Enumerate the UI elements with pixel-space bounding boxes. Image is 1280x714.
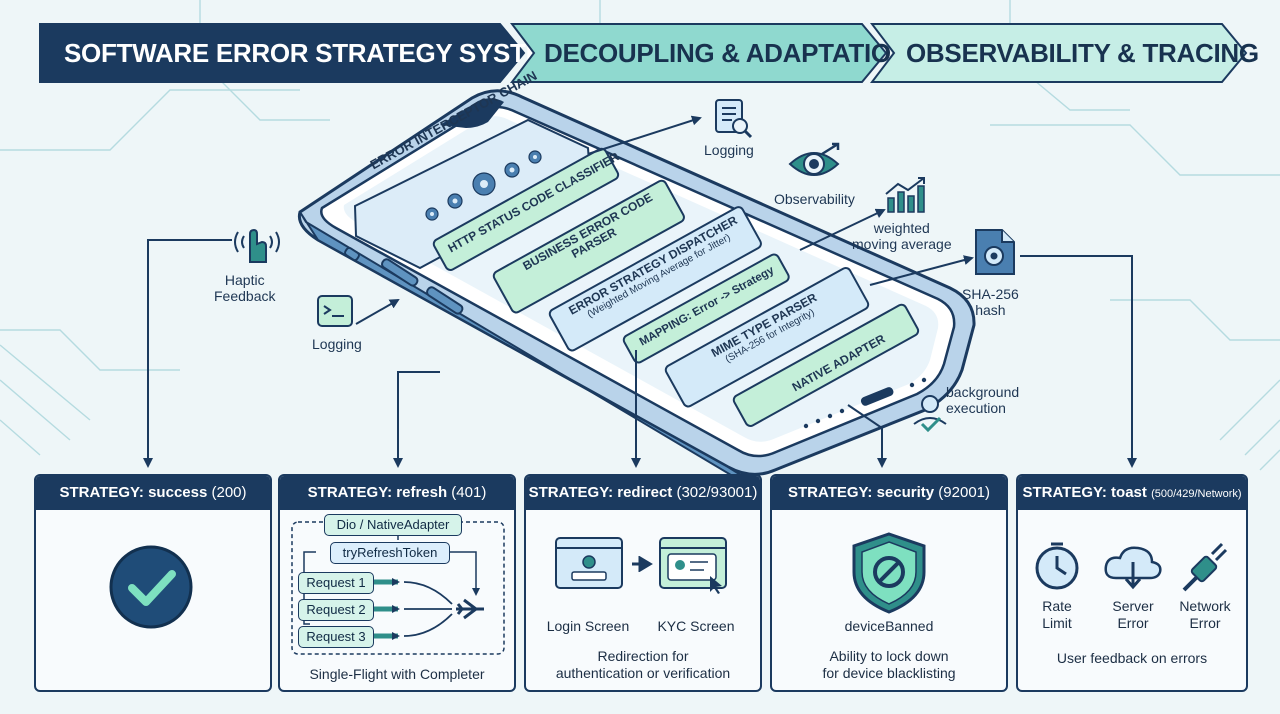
chevron-shape bbox=[510, 23, 888, 83]
strategy-panel-success: STRATEGY: success (200) bbox=[34, 474, 272, 692]
dio-adapter-pill: Dio / NativeAdapter bbox=[324, 514, 462, 536]
panel-code: (500/429/Network) bbox=[1151, 488, 1242, 500]
unplugged-cable-icon bbox=[1182, 542, 1228, 592]
security-caption: Ability to lock down for device blacklis… bbox=[772, 648, 1006, 682]
redirect-caption: Redirection for authentication or verifi… bbox=[526, 648, 760, 682]
rate-label-line1: Rate bbox=[1042, 598, 1072, 614]
refresh-token-pill: tryRefreshToken bbox=[330, 542, 450, 564]
success-check-icon bbox=[109, 545, 193, 629]
toast-caption: User feedback on errors bbox=[1056, 650, 1208, 666]
server-error-label: Server Error bbox=[1098, 598, 1168, 632]
kyc-screen-icon bbox=[659, 537, 727, 594]
request-pill: Request 3 bbox=[298, 626, 374, 648]
panel-header: STRATEGY: refresh (401) bbox=[280, 476, 514, 510]
sha-label-line2: hash bbox=[975, 302, 1006, 319]
file-gear-icon bbox=[975, 229, 1015, 275]
chevron-shape bbox=[870, 23, 1248, 83]
strategy-panel-security: STRATEGY: security (92001) deviceBanned … bbox=[770, 474, 1008, 692]
background-execution-label: background execution bbox=[946, 384, 1019, 416]
panel-code: (401) bbox=[451, 484, 487, 501]
network-label-line2: Error bbox=[1189, 614, 1221, 631]
strategy-panel-refresh: STRATEGY: refresh (401) Dio / NativeAdap… bbox=[278, 474, 516, 692]
hand-touch-icon bbox=[234, 228, 280, 263]
wma-label-line2: moving average bbox=[852, 236, 952, 253]
connector-lines bbox=[143, 115, 1137, 468]
redirect-caption-line1: Redirection for bbox=[597, 648, 689, 664]
strategy-panel-redirect: STRATEGY: redirect (302/93001) Login Scr… bbox=[524, 474, 762, 692]
document-search-icon bbox=[715, 99, 753, 139]
header-step-decoupling: DECOUPLING & ADAPTATION bbox=[510, 22, 910, 84]
rate-label-line2: Limit bbox=[1042, 614, 1072, 631]
security-caption-line2: for device blacklisting bbox=[822, 664, 956, 681]
request-pill: Request 1 bbox=[298, 572, 374, 594]
device-banned-label: deviceBanned bbox=[844, 618, 934, 634]
haptic-label-line1: Haptic bbox=[224, 272, 265, 288]
panel-title: STRATEGY: success bbox=[59, 484, 208, 501]
cloud-download-icon bbox=[1104, 546, 1162, 590]
terminal-icon bbox=[317, 295, 353, 327]
kyc-screen-label: KYC Screen bbox=[657, 618, 735, 634]
network-error-label: Network Error bbox=[1170, 598, 1240, 632]
login-screen-label: Login Screen bbox=[546, 618, 630, 634]
eye-icon bbox=[788, 142, 840, 176]
page-title: SOFTWARE ERROR STRATEGY SYSTEM bbox=[64, 38, 564, 68]
panel-code: (200) bbox=[211, 484, 247, 501]
header-step-label: DECOUPLING & ADAPTATION bbox=[544, 38, 910, 68]
logging-label-left: Logging bbox=[312, 336, 362, 352]
panel-code: (302/93001) bbox=[676, 484, 758, 501]
chevron-shape bbox=[39, 23, 526, 83]
header-title-chevron: SOFTWARE ERROR STRATEGY SYSTEM bbox=[38, 22, 564, 84]
header-step-observability: OBSERVABILITY & TRACING bbox=[870, 22, 1259, 84]
panel-header: STRATEGY: success (200) bbox=[36, 476, 270, 510]
panel-title: STRATEGY: refresh bbox=[307, 484, 448, 501]
clock-icon bbox=[1035, 542, 1079, 590]
observability-label: Observability bbox=[774, 191, 855, 207]
panel-header: STRATEGY: toast (500/429/Network) bbox=[1018, 476, 1246, 510]
header-step-label: OBSERVABILITY & TRACING bbox=[906, 38, 1259, 68]
bar-chart-trend-icon bbox=[885, 177, 925, 213]
panel-title: STRATEGY: toast bbox=[1022, 484, 1147, 501]
server-label-line1: Server bbox=[1112, 598, 1154, 614]
wma-label: weighted moving average bbox=[852, 220, 952, 252]
sha-label: SHA-256 hash bbox=[962, 286, 1019, 318]
request-pill: Request 2 bbox=[298, 599, 374, 621]
sha-label-line1: SHA-256 bbox=[962, 286, 1019, 302]
security-caption-line1: Ability to lock down bbox=[829, 648, 949, 664]
panel-code: (92001) bbox=[938, 484, 990, 501]
panel-title: STRATEGY: security bbox=[787, 484, 935, 501]
shield-blocked-icon bbox=[852, 532, 926, 614]
redirect-caption-line2: authentication or verification bbox=[555, 664, 731, 681]
haptic-label: Haptic Feedback bbox=[214, 272, 275, 304]
refresh-caption: Single-Flight with Completer bbox=[309, 666, 485, 682]
rate-limit-label: Rate Limit bbox=[1022, 598, 1092, 632]
arrow-right-icon bbox=[632, 556, 653, 572]
panel-header: STRATEGY: redirect (302/93001) bbox=[526, 476, 760, 510]
network-label-line1: Network bbox=[1179, 598, 1231, 614]
panel-title: STRATEGY: redirect bbox=[528, 484, 673, 501]
panel-header: STRATEGY: security (92001) bbox=[772, 476, 1006, 510]
haptic-label-line2: Feedback bbox=[214, 288, 276, 305]
user-check-icon bbox=[913, 395, 947, 433]
logging-label-top: Logging bbox=[704, 142, 754, 158]
bg-label-line2: execution bbox=[946, 400, 1006, 417]
wma-label-line1: weighted bbox=[873, 220, 930, 236]
bg-label-line1: background bbox=[946, 384, 1020, 400]
strategy-panel-toast: STRATEGY: toast (500/429/Network) Rate L… bbox=[1016, 474, 1248, 692]
login-screen-icon bbox=[555, 537, 623, 589]
server-label-line2: Error bbox=[1117, 614, 1149, 631]
